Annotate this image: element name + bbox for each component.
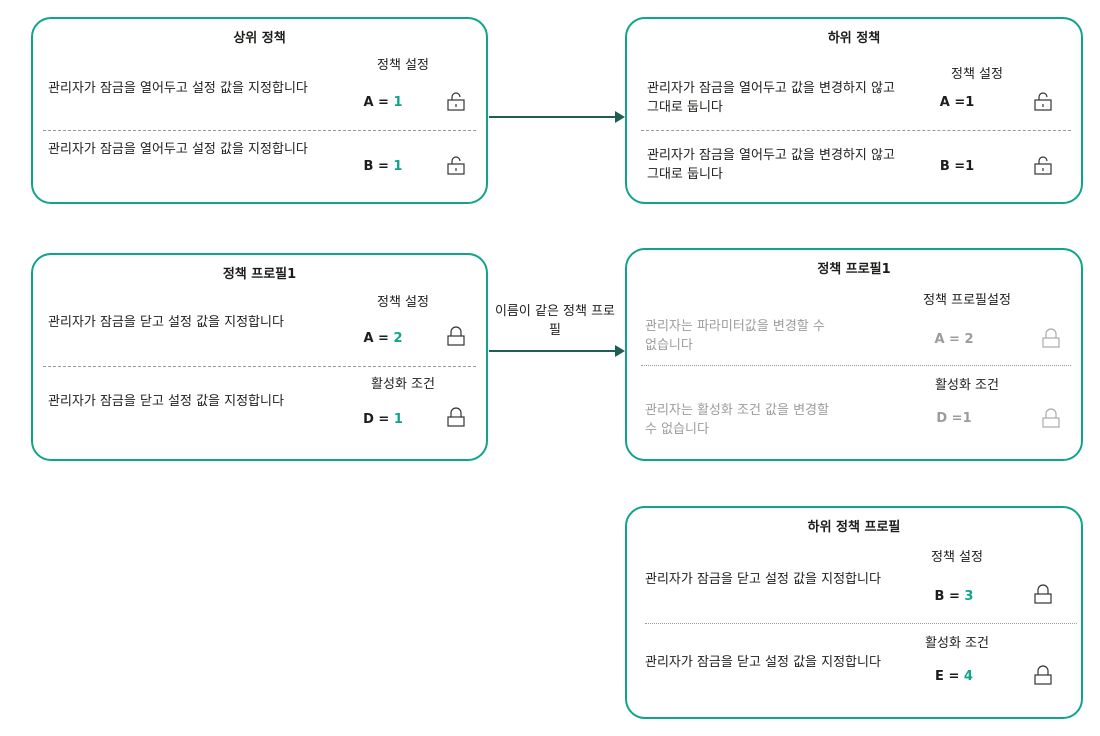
- section-label: 활성화 조건: [925, 636, 989, 651]
- row-description: 관리자가 잠금을 닫고 설정 값을 지정합니다: [645, 572, 881, 587]
- setting-number: 4: [963, 669, 973, 684]
- row-divider: [641, 130, 1071, 131]
- profile-inheritance-arrow: [489, 345, 625, 357]
- setting-key: A =: [363, 95, 389, 110]
- unlocked-lock-icon: [1034, 156, 1052, 175]
- setting-number: 2: [393, 331, 403, 346]
- setting-key: B =: [363, 159, 389, 174]
- setting-value: A = 2: [343, 331, 423, 346]
- setting-key: D =: [936, 411, 963, 426]
- policy-inheritance-arrow: [489, 111, 625, 123]
- locked-lock-icon: [1042, 408, 1060, 428]
- row-divider: [43, 130, 476, 131]
- box-title: 정책 프로필1: [222, 267, 297, 282]
- setting-value: D = 1: [343, 412, 423, 427]
- section-label: 정책 설정: [377, 58, 429, 73]
- row-description: 관리자가 잠금을 닫고 설정 값을 지정합니다: [645, 655, 881, 670]
- setting-key: D =: [363, 412, 390, 427]
- setting-number: 1: [965, 159, 975, 174]
- unlocked-lock-icon: [447, 156, 465, 175]
- setting-key: B =: [939, 159, 966, 174]
- setting-number: 3: [964, 589, 974, 604]
- row-description: 관리자가 잠금을 열어두고 설정 값을 지정합니다: [48, 81, 308, 96]
- inherited-profile-box: 정책 프로필1 정책 프로필설정 관리자는 파라미터값을 변경할 수 없습니다 …: [625, 248, 1083, 461]
- section-label: 정책 설정: [931, 550, 983, 565]
- setting-number: 2: [964, 332, 974, 347]
- setting-value: B =1: [917, 159, 997, 174]
- setting-key: A =: [934, 332, 960, 347]
- setting-value: D =1: [914, 411, 994, 426]
- section-label: 활성화 조건: [935, 378, 999, 393]
- child-policy-box: 하위 정책 정책 설정 관리자가 잠금을 열어두고 값을 변경하지 않고 그대로…: [625, 17, 1083, 204]
- row-description: 관리자가 잠금을 열어두고 값을 변경하지 않고 그대로 둡니다: [647, 81, 895, 115]
- setting-value: E = 4: [914, 669, 994, 684]
- section-label: 정책 설정: [951, 67, 1003, 82]
- child-profile-box: 하위 정책 프로필 정책 설정 관리자가 잠금을 닫고 설정 값을 지정합니다 …: [625, 506, 1083, 719]
- locked-lock-icon: [447, 407, 465, 427]
- locked-lock-icon: [1034, 584, 1052, 604]
- setting-value: A = 1: [343, 95, 423, 110]
- row-description: 관리자가 잠금을 열어두고 값을 변경하지 않고 그대로 둡니다: [647, 148, 895, 182]
- parent-profile-box: 정책 프로필1 정책 설정 관리자가 잠금을 닫고 설정 값을 지정합니다 A …: [31, 253, 488, 461]
- setting-key: E =: [935, 669, 960, 684]
- section-label: 활성화 조건: [371, 377, 435, 392]
- box-title: 하위 정책 프로필: [807, 520, 901, 535]
- row-description: 관리자가 잠금을 열어두고 설정 값을 지정합니다: [48, 142, 308, 157]
- setting-key: B =: [934, 589, 960, 604]
- locked-lock-icon: [447, 326, 465, 346]
- row-description: 관리자가 잠금을 닫고 설정 값을 지정합니다: [48, 394, 284, 409]
- box-title: 상위 정책: [233, 31, 286, 46]
- box-title: 하위 정책: [827, 31, 881, 46]
- row-description: 관리자는 파라미터값을 변경할 수 없습니다: [645, 319, 825, 353]
- setting-key: A =: [939, 95, 966, 110]
- locked-lock-icon: [1042, 328, 1060, 348]
- setting-number: 1: [965, 95, 975, 110]
- setting-number: 1: [962, 411, 972, 426]
- section-label: 정책 설정: [377, 295, 429, 310]
- setting-number: 1: [393, 95, 403, 110]
- setting-value: A =1: [917, 95, 997, 110]
- section-label: 정책 프로필설정: [923, 293, 1011, 308]
- setting-value: B = 3: [914, 589, 994, 604]
- row-divider: [43, 366, 476, 367]
- setting-number: 1: [393, 412, 403, 427]
- setting-value: B = 1: [343, 159, 423, 174]
- setting-value: A = 2: [914, 332, 994, 347]
- parent-policy-box: 상위 정책 정책 설정 관리자가 잠금을 열어두고 설정 값을 지정합니다 A …: [31, 17, 488, 204]
- setting-key: A =: [363, 331, 389, 346]
- unlocked-lock-icon: [447, 92, 465, 111]
- row-description: 관리자가 잠금을 닫고 설정 값을 지정합니다: [48, 315, 284, 330]
- row-divider: [641, 365, 1071, 366]
- unlocked-lock-icon: [1034, 92, 1052, 111]
- box-title: 정책 프로필1: [817, 262, 891, 277]
- row-divider: [645, 623, 1077, 624]
- locked-lock-icon: [1034, 665, 1052, 685]
- setting-number: 1: [393, 159, 403, 174]
- row-description: 관리자는 활성화 조건 값을 변경할 수 없습니다: [645, 403, 829, 437]
- profile-inheritance-label: 이름이 같은 정책 프로필: [494, 304, 616, 338]
